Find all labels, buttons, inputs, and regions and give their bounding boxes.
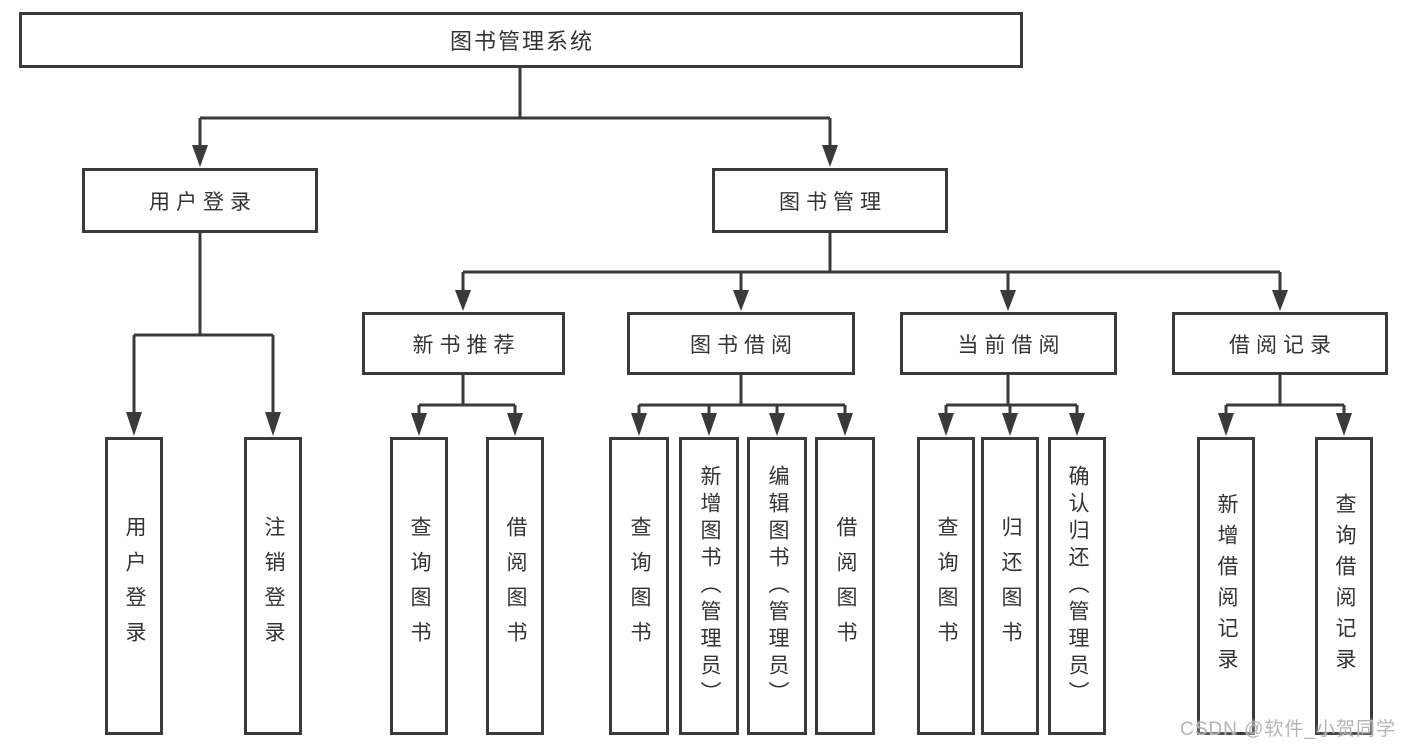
leaf-borrow-add-books-admin: 新增图书（管理员） — [679, 437, 739, 735]
connector-new-books-children — [417, 375, 517, 413]
node-label: 查询图书 — [628, 516, 651, 656]
leaf-newbooks-query-books: 查询图书 — [390, 437, 448, 735]
node-library-management-system: 图书管理系统 — [19, 12, 1023, 68]
arrow-down-icon — [1218, 413, 1234, 436]
node-label: 注销登录 — [262, 516, 285, 656]
node-label: 图书借阅 — [690, 333, 798, 357]
node-label: 借阅记录 — [1229, 333, 1337, 357]
leaf-user-login: 用户登录 — [105, 437, 163, 735]
node-label: 图书管理系统 — [449, 29, 594, 54]
node-label: 图书管理 — [779, 190, 887, 214]
leaf-newbooks-borrow-books: 借阅图书 — [486, 437, 544, 735]
csdn-watermark: CSDN @软件_小贺同学 — [1180, 719, 1396, 740]
node-label: 查询图书 — [408, 516, 431, 656]
node-label: 新增图书（管理员） — [698, 464, 721, 708]
node-new-book-recommend: 新书推荐 — [362, 312, 565, 375]
arrow-down-icon — [1272, 290, 1288, 311]
arrow-down-icon — [192, 145, 208, 167]
node-label: 用户登录 — [149, 190, 257, 214]
node-label: 借阅图书 — [504, 516, 527, 656]
node-user-login: 用户登录 — [82, 168, 318, 233]
arrow-down-icon — [822, 145, 838, 167]
leaf-records-add-record: 新增借阅记录 — [1197, 437, 1255, 735]
node-label: 查询借阅记录 — [1333, 493, 1356, 679]
node-label: 确认归还（管理员） — [1066, 464, 1089, 708]
node-book-borrow: 图书借阅 — [627, 312, 855, 375]
node-label: 编辑图书（管理员） — [766, 464, 789, 708]
leaf-borrow-borrow-books: 借阅图书 — [815, 437, 875, 735]
leaf-current-query-books: 查询图书 — [917, 437, 975, 735]
arrow-down-icon — [701, 413, 717, 436]
leaf-logout: 注销登录 — [244, 437, 302, 735]
arrow-down-icon — [769, 413, 785, 436]
leaf-borrow-query-books: 查询图书 — [609, 437, 669, 735]
node-borrow-records: 借阅记录 — [1172, 312, 1388, 375]
arrow-down-icon — [1069, 413, 1085, 436]
arrow-down-icon — [411, 413, 427, 436]
connector-current-borrow-children — [944, 375, 1079, 413]
node-book-management: 图书管理 — [712, 168, 948, 233]
arrow-down-icon — [455, 290, 471, 311]
connector-book-mgmt-children — [461, 233, 1282, 290]
node-label: 用户登录 — [123, 516, 146, 656]
node-current-borrow: 当前借阅 — [900, 312, 1117, 375]
connector-book-borrow-children — [637, 375, 847, 413]
connector-user-login-children — [132, 233, 275, 412]
arrow-down-icon — [1002, 413, 1018, 436]
leaf-current-confirm-return-admin: 确认归还（管理员） — [1048, 437, 1106, 735]
arrow-down-icon — [631, 413, 647, 436]
connector-root-to-level2 — [198, 67, 832, 145]
arrow-down-icon — [265, 412, 281, 436]
leaf-records-query-record: 查询借阅记录 — [1315, 437, 1373, 735]
leaf-borrow-edit-books-admin: 编辑图书（管理员） — [747, 437, 807, 735]
node-label: 新书推荐 — [412, 333, 521, 357]
arrow-down-icon — [837, 413, 853, 436]
node-label: 当前借阅 — [957, 333, 1066, 357]
arrow-down-icon — [507, 413, 523, 436]
arrow-down-icon — [1336, 413, 1352, 436]
arrow-down-icon — [938, 413, 954, 436]
arrow-down-icon — [1000, 290, 1016, 311]
arrow-down-icon — [126, 412, 142, 436]
node-label: 新增借阅记录 — [1215, 493, 1238, 679]
node-label: 归还图书 — [999, 516, 1022, 656]
node-label: 借阅图书 — [834, 516, 857, 656]
arrow-down-icon — [733, 290, 749, 311]
leaf-current-return-books: 归还图书 — [981, 437, 1039, 735]
connector-borrow-records-children — [1224, 375, 1346, 413]
node-label: 查询图书 — [935, 516, 958, 656]
